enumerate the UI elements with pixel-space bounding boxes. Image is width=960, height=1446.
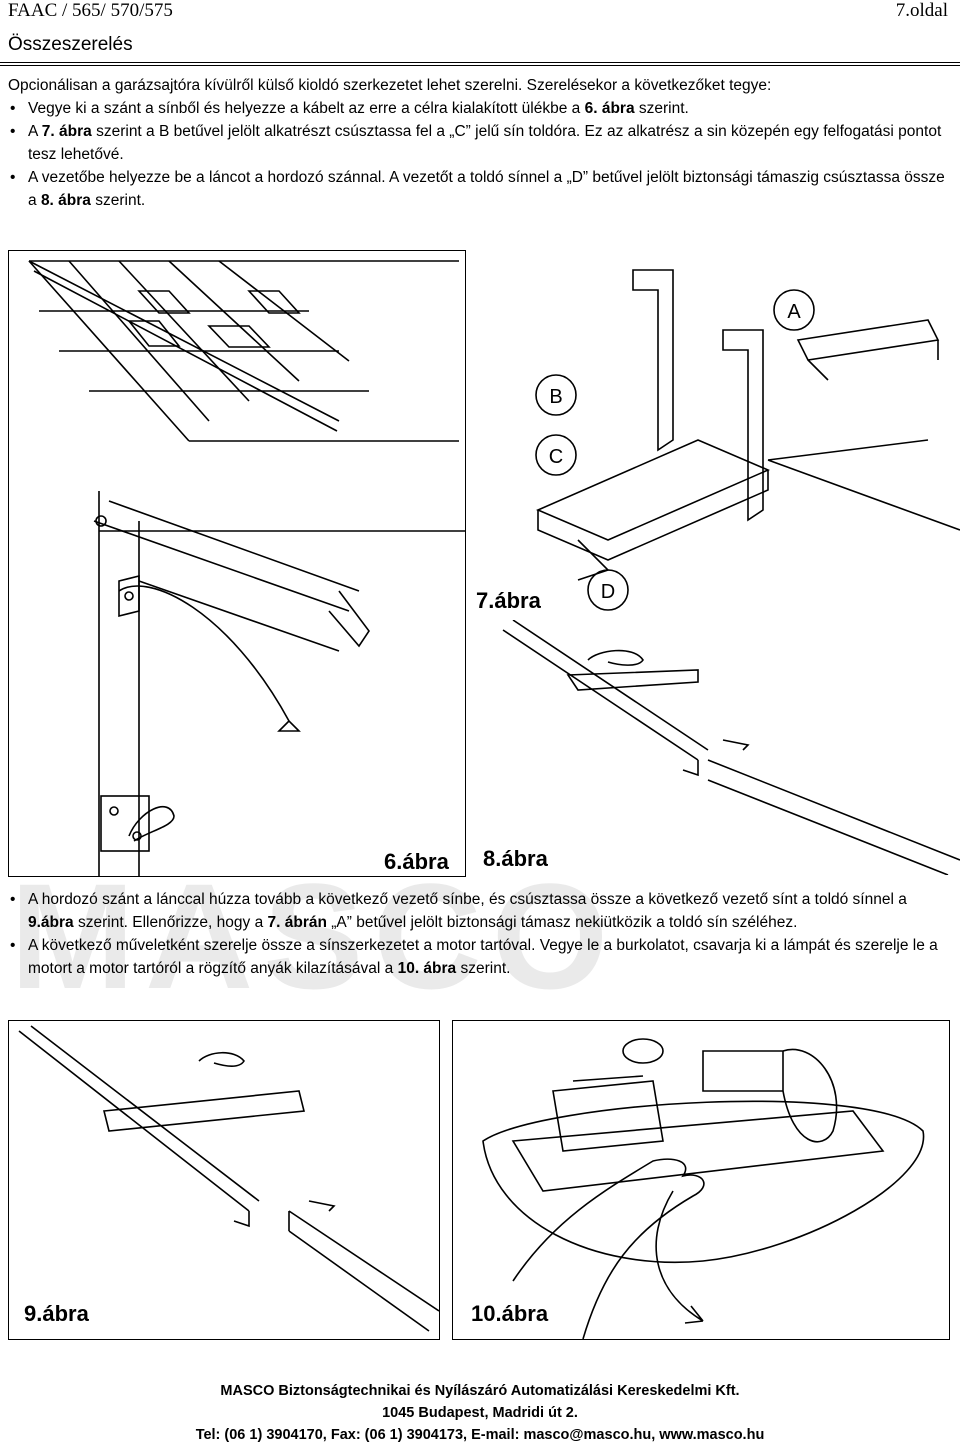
figure-9-drawing: 9.ábra [18,1025,439,1332]
list-item: •A következő műveletként szerelje össze … [10,937,938,977]
figure-10-drawing: 10.ábra [471,1038,925,1339]
figure-9-label: 9.ábra [24,1301,90,1326]
figure-6-label: 6.ábra [384,849,450,874]
section-title: Összeszerelés [8,34,133,55]
figure-6-drawing: 6.ábra [28,260,465,876]
figure-9: 9.ábra [8,1020,440,1340]
header-rule-2 [0,65,960,66]
figure-7-drawing: A B C D 7.ábra [476,269,960,613]
list-item: •A hordozó szánt a lánccal húzza tovább … [10,891,907,931]
footer-address: 1045 Budapest, Madridi út 2. [382,1405,578,1421]
figure-7-label: 7.ábra [476,588,542,613]
header-rule [0,62,960,63]
figure-7: A B C D 7.ábra [468,250,960,620]
footer-contact: Tel: (06 1) 3904170, Fax: (06 1) 3904173… [195,1427,765,1443]
figure-10: 10.ábra [452,1020,950,1340]
callout-c: C [549,446,563,468]
middle-bullet-list: •A hordozó szánt a lánccal húzza tovább … [8,888,952,980]
list-item: •A 7. ábra szerint a B betűvel jelölt al… [10,123,942,163]
intro-paragraph: Opcionálisan a garázsajtóra kívülről kül… [8,77,772,94]
figure-10-label: 10.ábra [471,1301,549,1326]
intro-block: Opcionálisan a garázsajtóra kívülről kül… [8,74,952,212]
list-item: •Vegye ki a szánt a sínből és helyezze a… [10,100,689,117]
list-item: •A vezetőbe helyezze be a láncot a hordo… [10,169,945,209]
figure-8: 8.ábra [468,620,960,875]
callout-b: B [549,386,562,408]
footer-company: MASCO Biztonságtechnikai és Nyílászáró A… [220,1383,740,1399]
figure-6: 6.ábra [8,250,466,877]
document-header-title: FAAC / 565/ 570/575 [8,0,173,21]
page-number: 7.oldal [895,0,948,21]
figure-8-label: 8.ábra [483,846,549,871]
masco-watermark: MASCO [10,852,619,1020]
middle-block: •A hordozó szánt a lánccal húzza tovább … [8,888,952,980]
callout-d: D [601,581,615,603]
callout-a: A [787,301,801,323]
figure-8-drawing: 8.ábra [483,620,960,875]
intro-bullet-list: •Vegye ki a szánt a sínből és helyezze a… [8,97,952,212]
